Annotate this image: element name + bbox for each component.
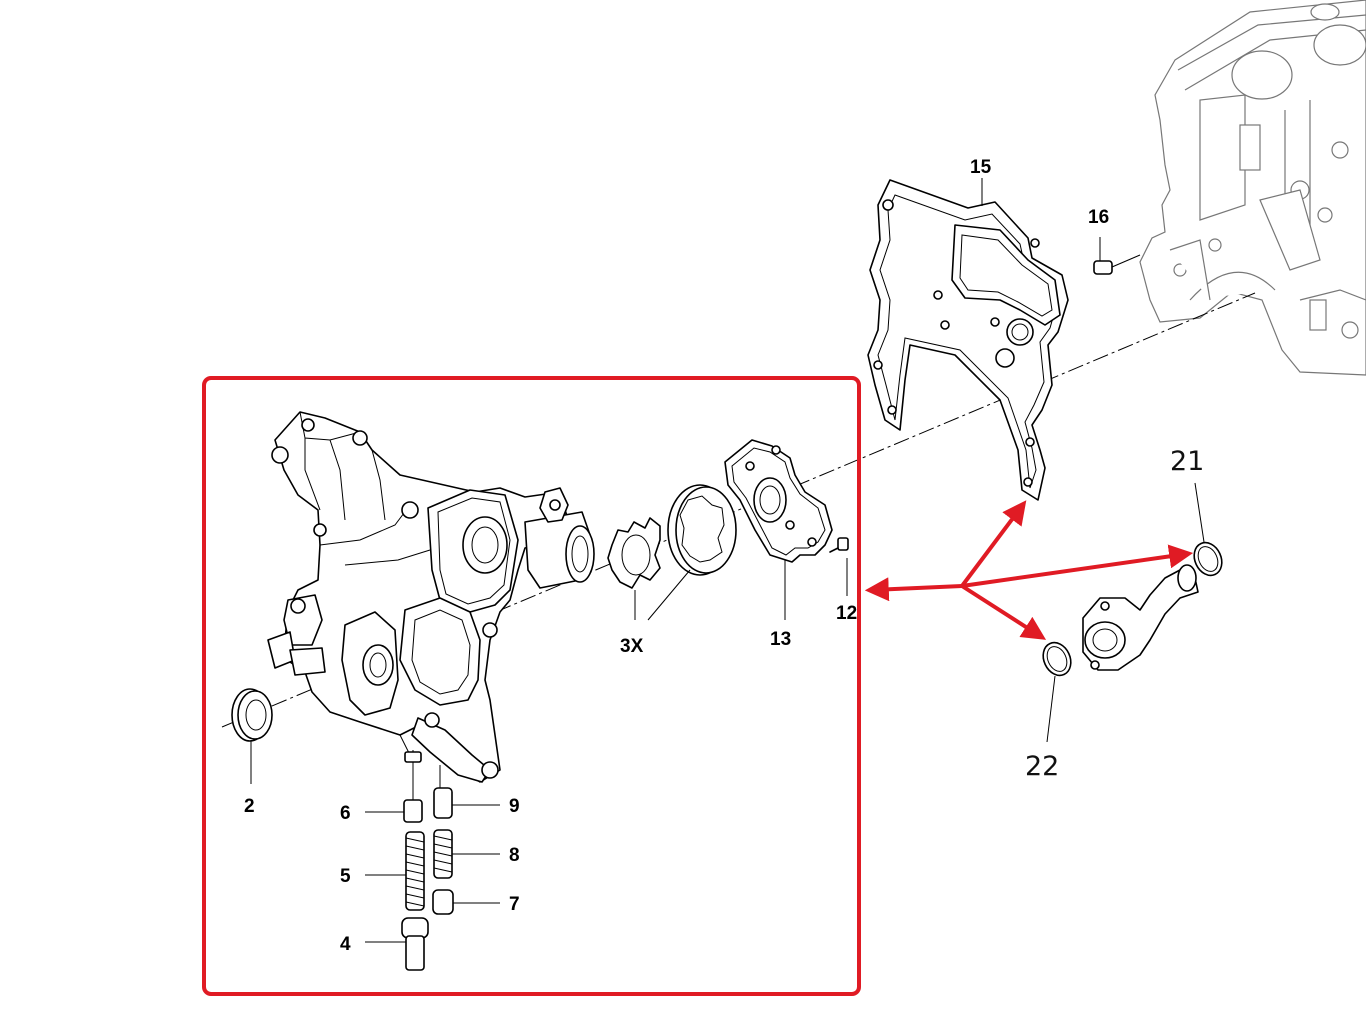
callout-22: 22 [1025, 751, 1059, 782]
callout-21: 21 [1170, 446, 1204, 477]
highlight-arrows [864, 500, 1194, 640]
callout-9: 9 [509, 796, 520, 817]
callout-12: 12 [836, 603, 857, 624]
oil-pump-housing [267, 411, 595, 790]
callout-13: 13 [770, 629, 791, 650]
callout-4: 4 [340, 934, 351, 955]
spring-8 [433, 829, 453, 879]
callout-8: 8 [509, 845, 520, 866]
cover-screw [829, 537, 849, 596]
callout-7: 7 [509, 894, 520, 915]
highlight-box [202, 376, 861, 996]
dowel-pin [1093, 237, 1141, 275]
center-axis-line [221, 292, 1256, 728]
shaft-seal [231, 688, 273, 784]
o-ring-22 [1042, 641, 1072, 743]
callout-5: 5 [340, 866, 351, 887]
outer-rotor [647, 484, 737, 621]
spring-5 [405, 831, 425, 911]
timing-cover-gasket [867, 178, 1069, 501]
callout-15: 15 [970, 157, 992, 178]
relief-valve-assembly [365, 750, 500, 971]
o-ring-21 [1193, 482, 1223, 577]
callout-6: 6 [340, 803, 351, 824]
callout-2: 2 [244, 796, 255, 817]
coolant-pipe [1082, 564, 1199, 671]
callout-16: 16 [1088, 207, 1109, 228]
callout-labels: 15 16 21 22 2 3X 13 12 6 9 5 8 7 4 [244, 157, 1204, 955]
pump-cover-plate [724, 439, 833, 620]
inner-rotor [607, 517, 661, 620]
callout-3x: 3X [620, 636, 644, 657]
engine-block [1139, 0, 1366, 376]
